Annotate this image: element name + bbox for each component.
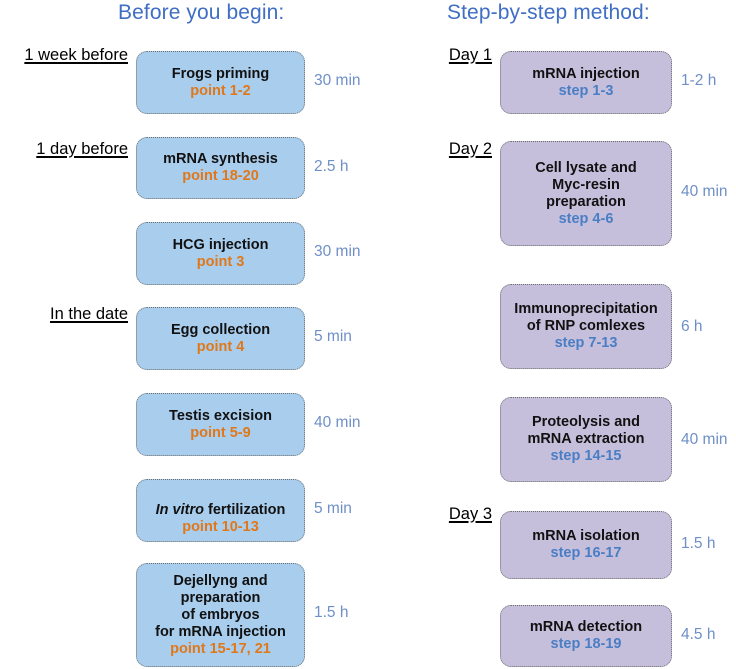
step-reference: point 1-2	[190, 82, 251, 99]
step-reference: step 18-19	[550, 636, 622, 652]
duration-mrna-injection: 1-2 h	[681, 72, 717, 89]
duration-mrna-isolation: 1.5 h	[681, 535, 716, 552]
step-title: Testis excision	[169, 407, 272, 424]
step-reference: step 4-6	[558, 210, 614, 227]
step-box-hcg-injection[interactable]: HCG injection point 3	[136, 222, 305, 285]
step-box-egg-collection[interactable]: Egg collection point 4	[136, 307, 305, 370]
step-title: mRNA injection	[532, 65, 640, 82]
step-reference: step 14-15	[550, 448, 622, 464]
duration-dejellyng-preparation: 1.5 h	[314, 604, 349, 621]
step-title: In vitro fertilization	[156, 485, 286, 519]
step-box-testis-excision[interactable]: Testis excision point 5-9	[136, 393, 305, 456]
step-title: HCG injection	[172, 236, 269, 253]
step-reference: step 1-3	[558, 82, 614, 99]
left-column-title: Before you begin:	[118, 1, 285, 24]
step-title: Frogs priming	[171, 65, 270, 82]
duration-frogs-priming: 30 min	[314, 72, 361, 89]
step-title-rest: fertilization	[203, 502, 286, 518]
step-box-in-vitro-fertilization[interactable]: In vitro fertilization point 10-13	[136, 479, 305, 542]
step-box-mrna-isolation[interactable]: mRNA isolation step 16-17	[500, 511, 672, 579]
right-column-title: Step-by-step method:	[447, 1, 650, 24]
step-box-mrna-synthesis[interactable]: mRNA synthesis point 18-20	[136, 137, 305, 199]
step-title: mRNA synthesis	[163, 151, 278, 167]
group-label-day-1: Day 1	[448, 46, 492, 64]
step-reference: point 18-20	[182, 168, 259, 184]
group-label-1-day-before: 1 day before	[36, 140, 128, 158]
duration-mrna-detection: 4.5 h	[681, 626, 716, 643]
step-reference: point 10-13	[182, 519, 259, 535]
step-title: mRNA detection	[529, 619, 643, 635]
step-reference: point 5-9	[190, 424, 251, 441]
group-label-day-3: Day 3	[448, 505, 492, 523]
group-label-1-week-before: 1 week before	[24, 46, 128, 64]
duration-immunoprecipitation-rnp: 6 h	[681, 318, 703, 335]
step-title: Dejellyng and preparation of embryos for…	[155, 572, 286, 640]
duration-mrna-synthesis: 2.5 h	[314, 158, 349, 175]
step-box-mrna-injection[interactable]: mRNA injection step 1-3	[500, 51, 672, 114]
group-label-day-2: Day 2	[448, 140, 492, 158]
duration-cell-lysate-myc-resin: 40 min	[681, 183, 728, 200]
step-box-frogs-priming[interactable]: Frogs priming point 1-2	[136, 51, 305, 114]
step-box-mrna-detection[interactable]: mRNA detection step 18-19	[500, 605, 672, 667]
step-box-proteolysis-mrna-extraction[interactable]: Proteolysis and mRNA extraction step 14-…	[500, 397, 672, 482]
step-box-dejellyng-preparation[interactable]: Dejellyng and preparation of embryos for…	[136, 563, 305, 667]
step-box-immunoprecipitation-rnp[interactable]: Immunoprecipitation of RNP comlexes step…	[500, 284, 672, 369]
group-label-in-the-date: In the date	[50, 305, 128, 323]
duration-hcg-injection: 30 min	[314, 243, 361, 260]
step-reference: point 3	[196, 253, 245, 270]
step-title: Cell lysate and Myc-resin preparation	[535, 159, 637, 210]
step-box-cell-lysate-myc-resin[interactable]: Cell lysate and Myc-resin preparation st…	[500, 141, 672, 246]
duration-egg-collection: 5 min	[314, 328, 352, 345]
duration-testis-excision: 40 min	[314, 414, 361, 431]
step-title: mRNA isolation	[532, 528, 640, 544]
step-title-italic-prefix: In vitro	[155, 502, 204, 518]
duration-proteolysis-mrna-extraction: 40 min	[681, 431, 728, 448]
step-reference: point 15-17, 21	[170, 640, 271, 657]
step-reference: step 7-13	[554, 335, 618, 351]
step-title: Immunoprecipitation of RNP comlexes	[514, 301, 658, 334]
step-reference: point 4	[196, 338, 245, 355]
step-title: Proteolysis and mRNA extraction	[527, 414, 645, 447]
step-reference: step 16-17	[550, 545, 622, 561]
duration-in-vitro-fertilization: 5 min	[314, 500, 352, 517]
step-title: Egg collection	[170, 321, 271, 338]
